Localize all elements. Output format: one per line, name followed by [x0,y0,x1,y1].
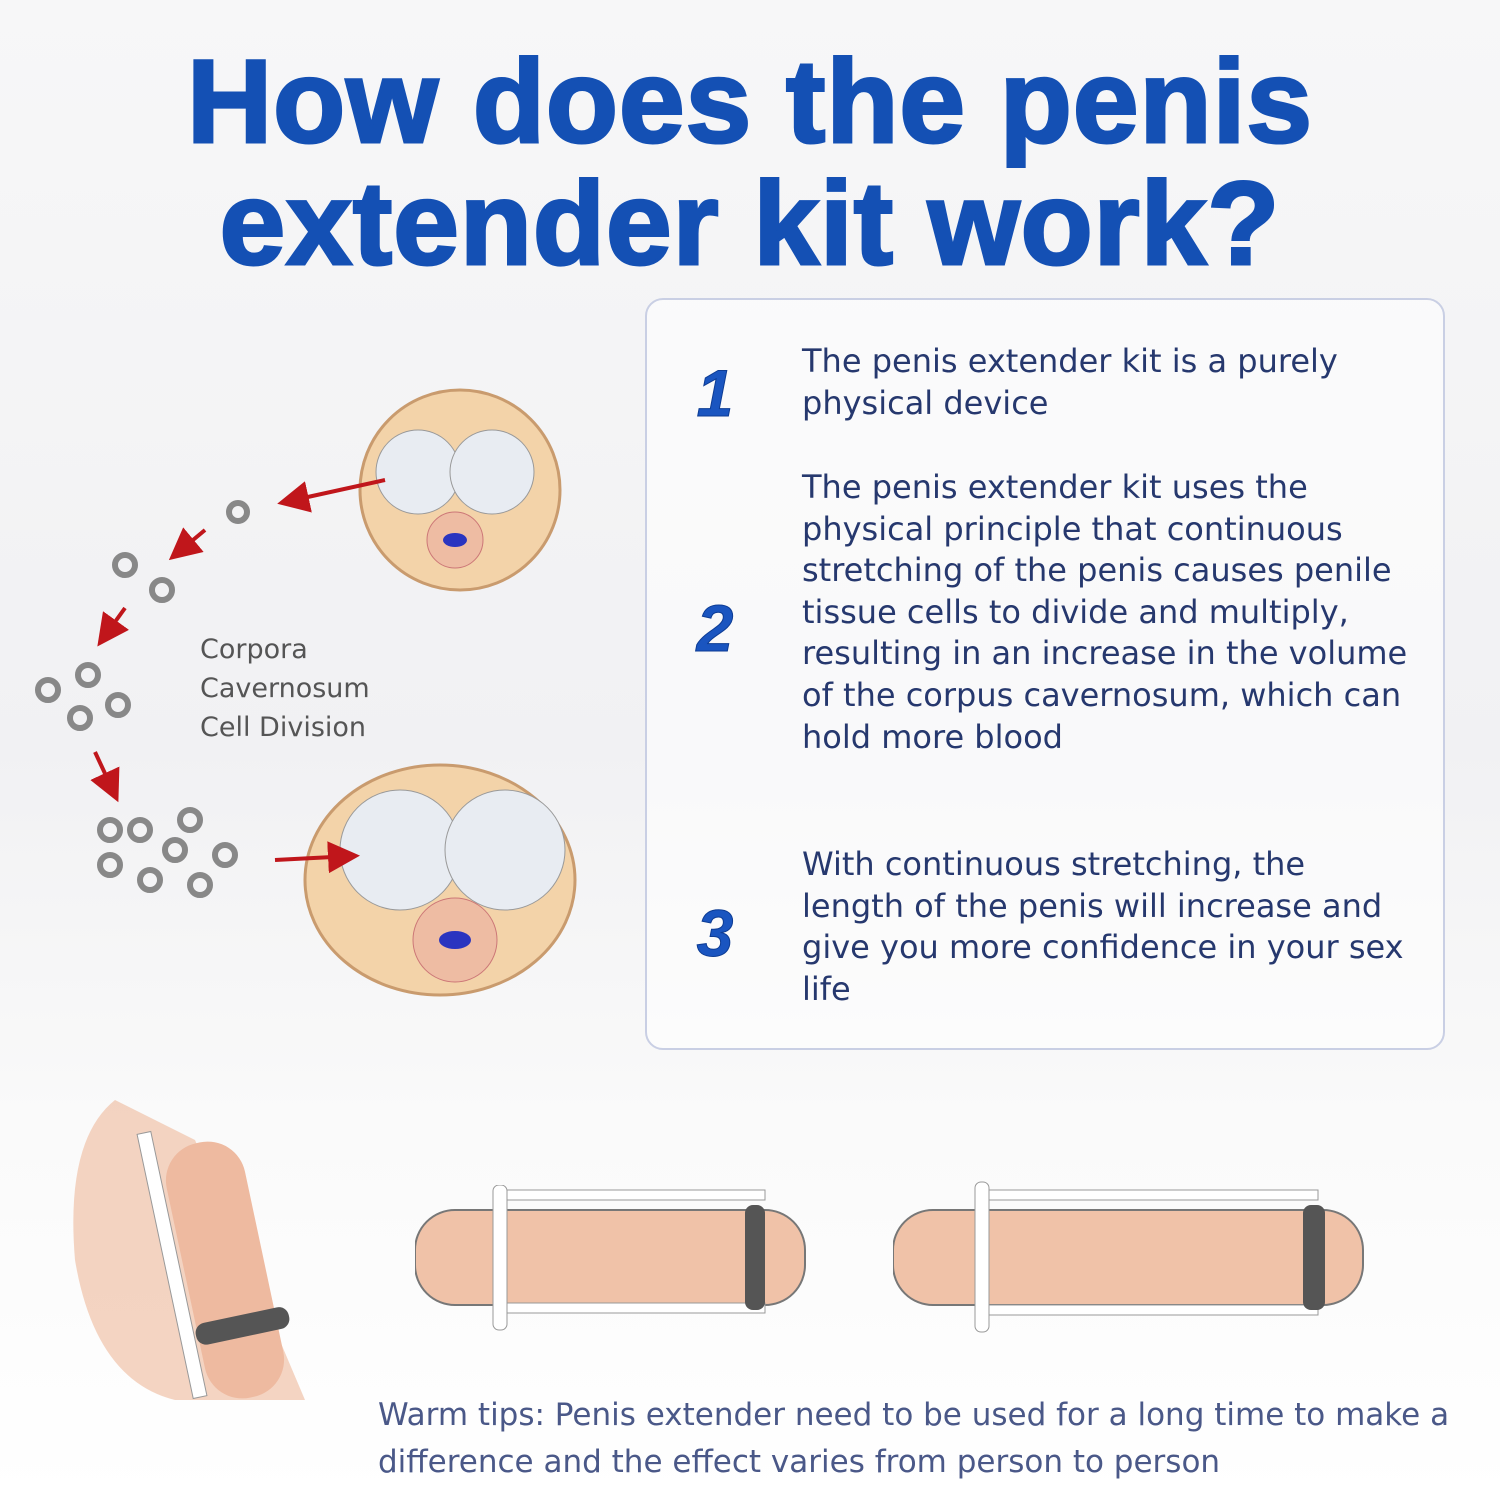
cells [35,500,250,898]
device-illustration-before [415,1185,806,1331]
step-text-2: The penis extender kit uses the physical… [802,468,1408,756]
page-title-line-2: extender kit work? [218,158,1281,290]
arrows [90,478,386,874]
step-text-1: The penis extender kit is a purely physi… [802,342,1338,422]
cross-section-large [303,763,577,997]
steps-panel [645,298,1445,1050]
page-title-line-1: How does the penis [185,36,1314,168]
device-illustration-side [73,1100,305,1400]
step-number-2: 2 [696,591,734,666]
label-line: Corpora [200,634,308,665]
cell-division-diagram [35,388,577,997]
step-number-3: 3 [696,896,734,971]
label-line: Cavernosum [200,673,370,704]
device-illustration-after [893,1181,1364,1333]
cross-section-small [358,388,562,592]
step-number-1: 1 [696,356,734,431]
label-line: Cell Division [200,712,367,743]
step-text-3: With continuous stretching, the length o… [802,845,1404,1008]
cell-division-label: Corpora Cavernosum Cell Division [200,630,370,747]
warm-tips: Warm tips: Penis extender need to be use… [378,1397,1450,1480]
